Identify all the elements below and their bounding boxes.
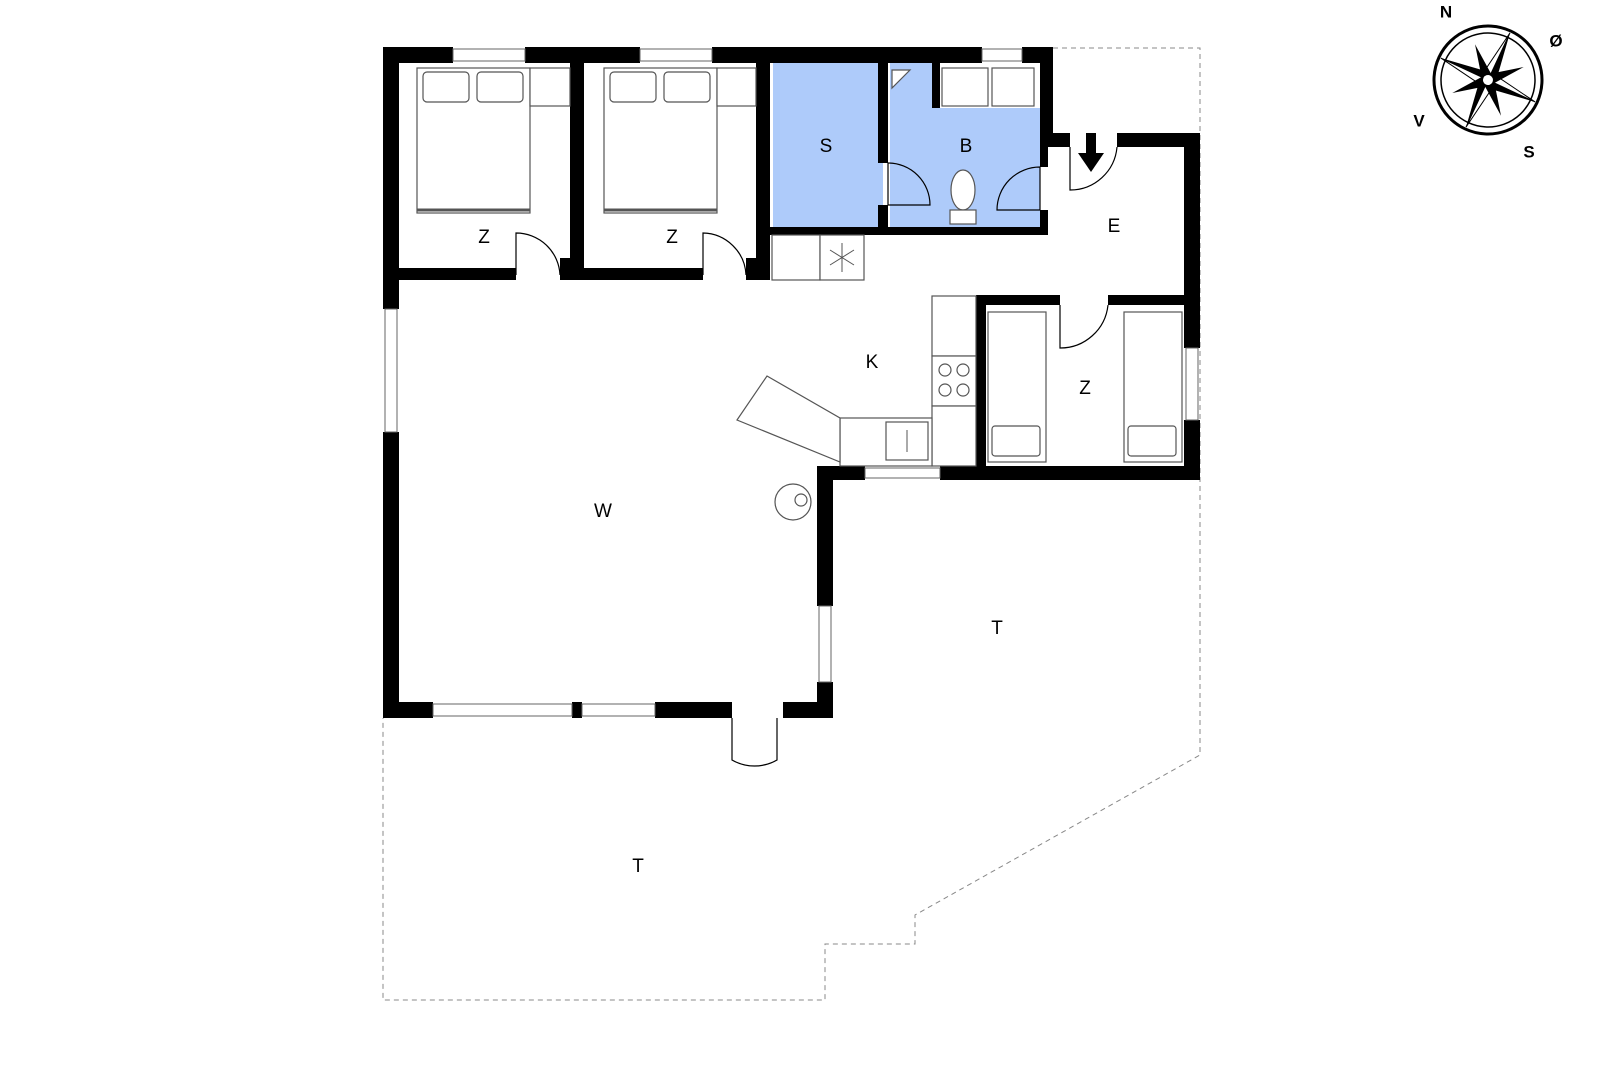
entrance-arrow-icon bbox=[1078, 133, 1104, 172]
compass-rose: N Ø S V bbox=[1413, 2, 1562, 161]
compass-star-icon bbox=[1440, 32, 1536, 128]
compass-east-label: Ø bbox=[1549, 31, 1562, 50]
room-label-sauna: S bbox=[820, 136, 833, 157]
bathroom-fill bbox=[890, 63, 1040, 227]
room-label-bedroom-2: Z bbox=[666, 227, 678, 248]
doors bbox=[515, 146, 1118, 767]
room-label-kitchen: K bbox=[866, 352, 879, 373]
sauna-fill bbox=[773, 63, 883, 227]
compass-north-label: N bbox=[1440, 2, 1452, 21]
room-label-entrance: E bbox=[1108, 216, 1121, 237]
compass-west-label: V bbox=[1413, 111, 1425, 130]
room-label-terrace-2: T bbox=[632, 856, 644, 877]
furniture bbox=[416, 67, 1183, 521]
room-label-living-room: W bbox=[594, 501, 612, 522]
compass-south-label: S bbox=[1523, 142, 1534, 161]
room-label-bedroom-1: Z bbox=[478, 227, 490, 248]
room-label-bedroom-3: Z bbox=[1079, 378, 1091, 399]
room-label-bathroom: B bbox=[960, 136, 973, 157]
windows bbox=[384, 48, 1199, 717]
room-label-terrace-1: T bbox=[991, 618, 1003, 639]
walls bbox=[383, 47, 1200, 718]
